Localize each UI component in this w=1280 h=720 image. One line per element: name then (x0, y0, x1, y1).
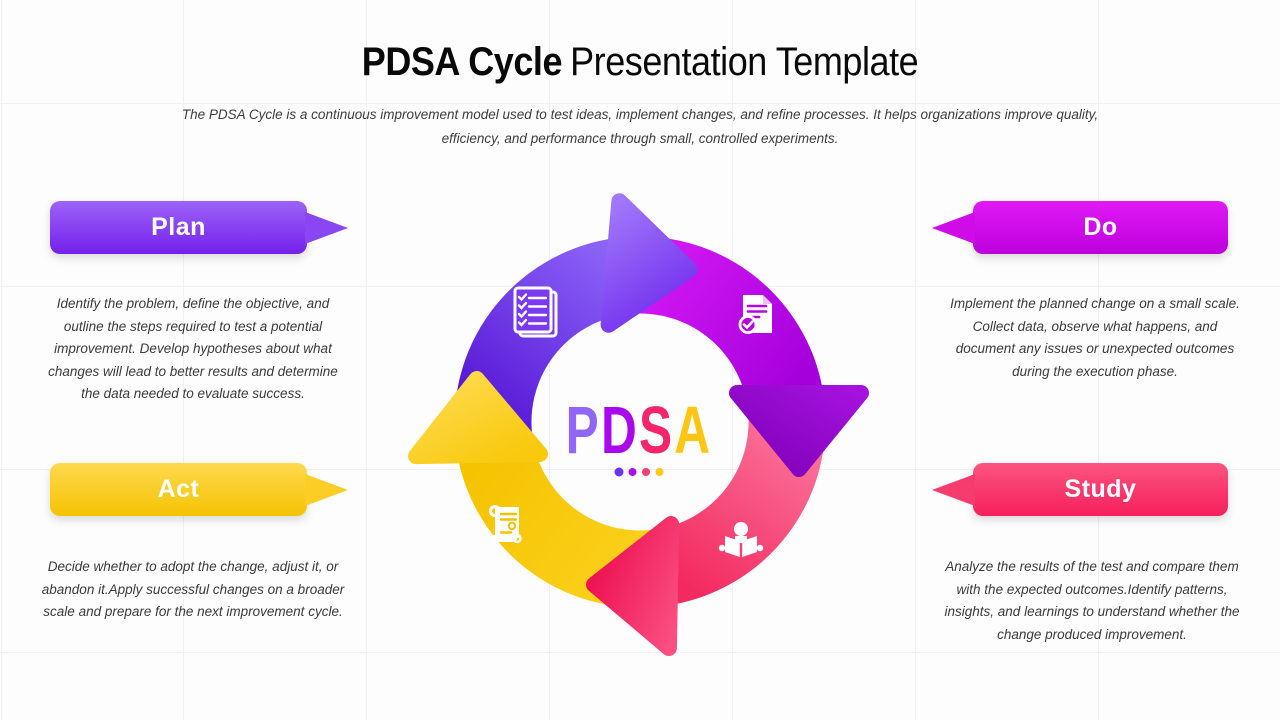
plan-pointer-icon (305, 212, 348, 244)
slide-subtitle: The PDSA Cycle is a continuous improveme… (181, 107, 1099, 146)
pdsa-letter-s: S (639, 394, 674, 468)
do-description: Implement the planned change on a small … (950, 296, 1240, 379)
study-arrowhead-icon (586, 516, 680, 656)
page-title-bold: PDSA Cycle (361, 40, 563, 84)
do-banner: Do (973, 201, 1228, 254)
reading-person-icon (718, 522, 764, 557)
dot-study (642, 468, 650, 476)
pdsa-wordmark: PDSA (566, 394, 713, 468)
pdsa-letter-d: D (601, 394, 639, 468)
study-description: Analyze the results of the test and comp… (944, 559, 1240, 642)
plan-banner: Plan (50, 201, 307, 254)
page-title-regular: Presentation Template (570, 40, 919, 84)
dot-do (628, 468, 637, 476)
dot-act (655, 468, 664, 476)
svg-text:PDSA: PDSA (566, 394, 713, 468)
study-banner: Study (973, 463, 1228, 516)
act-description: Decide whether to adopt the change, adju… (41, 559, 345, 619)
scroll-icon (489, 505, 522, 544)
act-arrowhead-icon (408, 371, 548, 465)
plan-description: Identify the problem, define the objecti… (48, 296, 338, 401)
study-pointer-icon (932, 474, 975, 506)
plan-arrowhead-icon (600, 193, 698, 333)
do-arrowhead-icon (729, 385, 869, 477)
checklist-icon (513, 286, 558, 338)
act-pointer-icon (305, 474, 348, 506)
do-pointer-icon (932, 212, 975, 244)
pdsa-cycle-diagram: PDSA (408, 193, 869, 656)
act-banner: Act (50, 463, 307, 516)
pdsa-letter-a: A (674, 394, 712, 468)
pdsa-letter-p: P (566, 394, 601, 468)
pdsa-dots (614, 467, 664, 477)
document-check-icon (738, 295, 772, 334)
dot-plan (614, 467, 624, 477)
